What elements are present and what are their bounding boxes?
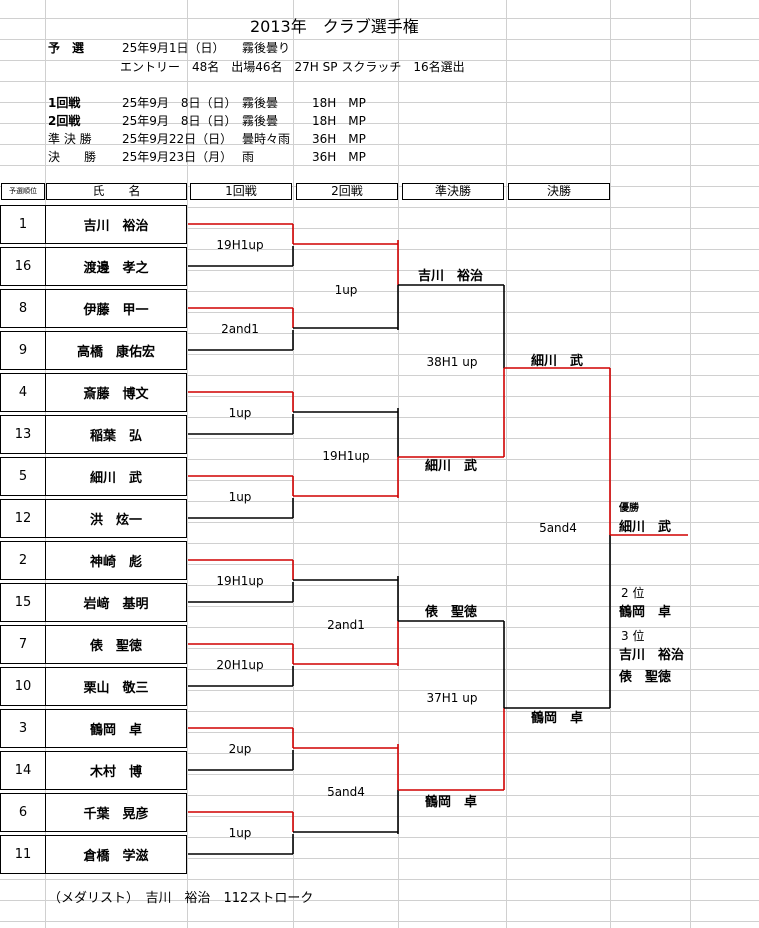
- player-seed: 7: [0, 625, 45, 664]
- round-weather: 曇時々雨: [242, 132, 291, 146]
- round2-result: 19H1up: [322, 449, 370, 463]
- player-name: 細川 武: [45, 457, 187, 496]
- champion-label: 優勝: [619, 503, 639, 514]
- round1-result: 1up: [228, 826, 252, 840]
- round2-winner: 鶴岡 卓: [425, 795, 478, 810]
- yosen-weather: 霧後曇り: [242, 41, 291, 55]
- second-place-name: 鶴岡 卓: [619, 605, 672, 620]
- round2-winner: 吉川 裕治: [418, 269, 484, 284]
- player-name: 高橋 康佑宏: [45, 331, 187, 370]
- header-seed: 予選順位: [1, 183, 45, 200]
- semifinal-winner: 鶴岡 卓: [531, 711, 584, 726]
- player-name: 吉川 裕治: [45, 205, 187, 244]
- yosen-date: 25年9月1日（日）: [122, 41, 225, 55]
- round-format: 18H MP: [312, 114, 366, 128]
- round2-result: 2and1: [327, 618, 365, 632]
- yosen-detail: エントリー 48名 出場46名 27H SP スクラッチ 16名選出: [120, 60, 465, 74]
- round1-result: 2up: [228, 742, 252, 756]
- player-name: 鶴岡 卓: [45, 709, 187, 748]
- player-seed: 5: [0, 457, 45, 496]
- player-seed: 11: [0, 835, 45, 874]
- player-seed: 8: [0, 289, 45, 328]
- player-seed: 14: [0, 751, 45, 790]
- header-round1: 1回戦: [190, 183, 292, 200]
- round-format: 36H MP: [312, 150, 366, 164]
- player-name: 千葉 晃彦: [45, 793, 187, 832]
- round-date: 25年9月22日（日）: [122, 132, 233, 146]
- round-label: 準 決 勝: [48, 132, 92, 146]
- semifinal-result: 38H1 up: [426, 355, 478, 369]
- page-title: 2013年 クラブ選手権: [250, 17, 419, 36]
- player-seed: 16: [0, 247, 45, 286]
- round2-result: 1up: [334, 283, 358, 297]
- header-round2: 2回戦: [296, 183, 398, 200]
- semifinal-winner: 細川 武: [531, 354, 584, 369]
- yosen-label: 予 選: [48, 41, 85, 55]
- round1-result: 19H1up: [216, 574, 264, 588]
- semifinal-result: 37H1 up: [426, 691, 478, 705]
- player-seed: 15: [0, 583, 45, 622]
- player-name: 神崎 彪: [45, 541, 187, 580]
- round-date: 25年9月 8日（日）: [122, 96, 237, 110]
- player-seed: 6: [0, 793, 45, 832]
- champion-name: 細川 武: [619, 520, 672, 535]
- round-label: 決 勝: [48, 150, 97, 164]
- player-name: 伊藤 甲一: [45, 289, 187, 328]
- round2-result: 5and4: [327, 785, 365, 799]
- round1-result: 2and1: [221, 322, 259, 336]
- player-name: 斎藤 博文: [45, 373, 187, 412]
- player-seed: 13: [0, 415, 45, 454]
- third-place-label: 3 位: [621, 629, 645, 643]
- round1-result: 19H1up: [216, 238, 264, 252]
- player-name: 渡邊 孝之: [45, 247, 187, 286]
- player-seed: 4: [0, 373, 45, 412]
- round2-winner: 細川 武: [425, 459, 478, 474]
- header-final: 決勝: [508, 183, 610, 200]
- round-format: 18H MP: [312, 96, 366, 110]
- header-name: 氏 名: [46, 183, 187, 200]
- player-name: 岩﨑 基明: [45, 583, 187, 622]
- third-place-name: 俵 聖徳: [619, 670, 672, 685]
- player-name: 洪 炫一: [45, 499, 187, 538]
- round1-result: 20H1up: [216, 658, 264, 672]
- round-label: 1回戦: [48, 96, 81, 110]
- player-name: 倉橋 学滋: [45, 835, 187, 874]
- player-seed: 12: [0, 499, 45, 538]
- round1-result: 1up: [228, 490, 252, 504]
- player-seed: 2: [0, 541, 45, 580]
- header-semifinal: 準決勝: [402, 183, 504, 200]
- round-label: 2回戦: [48, 114, 81, 128]
- player-seed: 1: [0, 205, 45, 244]
- player-name: 栗山 敬三: [45, 667, 187, 706]
- player-seed: 3: [0, 709, 45, 748]
- round-weather: 霧後曇: [242, 114, 279, 128]
- final-result: 5and4: [539, 521, 577, 535]
- second-place-label: 2 位: [621, 586, 645, 600]
- medalist-note: （メダリスト） 吉川 裕治 112ストローク: [48, 891, 314, 906]
- round-weather: 雨: [242, 150, 255, 164]
- round-format: 36H MP: [312, 132, 366, 146]
- player-name: 稲葉 弘: [45, 415, 187, 454]
- round-date: 25年9月23日（月）: [122, 150, 233, 164]
- round1-result: 1up: [228, 406, 252, 420]
- player-name: 俵 聖徳: [45, 625, 187, 664]
- round-date: 25年9月 8日（日）: [122, 114, 237, 128]
- round2-winner: 俵 聖徳: [425, 605, 478, 620]
- player-name: 木村 博: [45, 751, 187, 790]
- player-seed: 10: [0, 667, 45, 706]
- player-seed: 9: [0, 331, 45, 370]
- third-place-name: 吉川 裕治: [619, 648, 685, 663]
- round-weather: 霧後曇: [242, 96, 279, 110]
